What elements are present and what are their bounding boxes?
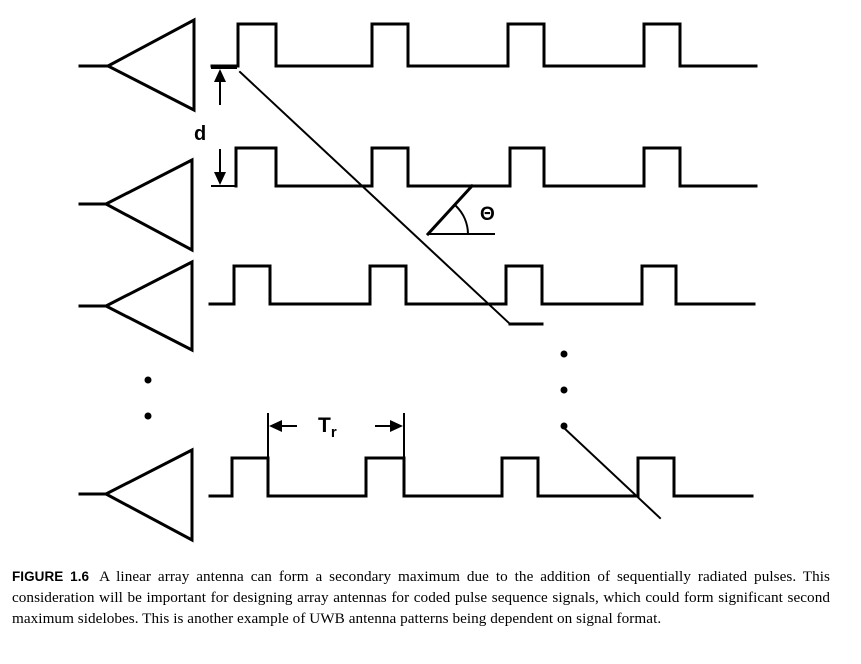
period-label-subscript: r	[331, 424, 337, 441]
period-label-main: T	[318, 414, 331, 437]
ellipsis-dot-left-1	[144, 376, 152, 384]
tr-arrowhead-left	[269, 420, 282, 432]
pulse-train-2	[234, 146, 758, 188]
pulse-train-3	[208, 264, 756, 306]
antenna-element-n	[78, 447, 194, 543]
caption-text: A linear array antenna can form a second…	[12, 568, 830, 627]
ellipsis-dot-left-2	[144, 412, 152, 420]
ellipsis-dot-right-1	[560, 350, 568, 358]
period-label: Tr	[318, 414, 337, 441]
wavefront-normal	[425, 183, 475, 237]
antenna-element-2	[78, 157, 194, 253]
angle-arc	[454, 204, 470, 236]
wavefront-line	[238, 70, 512, 326]
d-arrowhead-down	[214, 172, 226, 185]
ellipsis-dot-right-2	[560, 386, 568, 394]
antenna-element-3	[78, 259, 194, 353]
figure-label: FIGURE 1.6	[12, 569, 90, 584]
pulse-train-n	[208, 456, 754, 498]
pulse-train-1	[210, 22, 758, 68]
tr-arrowhead-right	[390, 420, 403, 432]
d-arrowhead-up	[214, 69, 226, 82]
antenna-element-1	[78, 17, 196, 113]
angle-label: Θ	[480, 204, 495, 225]
spacing-label: d	[194, 123, 206, 145]
ellipsis-dot-right-3	[560, 422, 568, 430]
lower-wavefront-line	[562, 426, 662, 520]
